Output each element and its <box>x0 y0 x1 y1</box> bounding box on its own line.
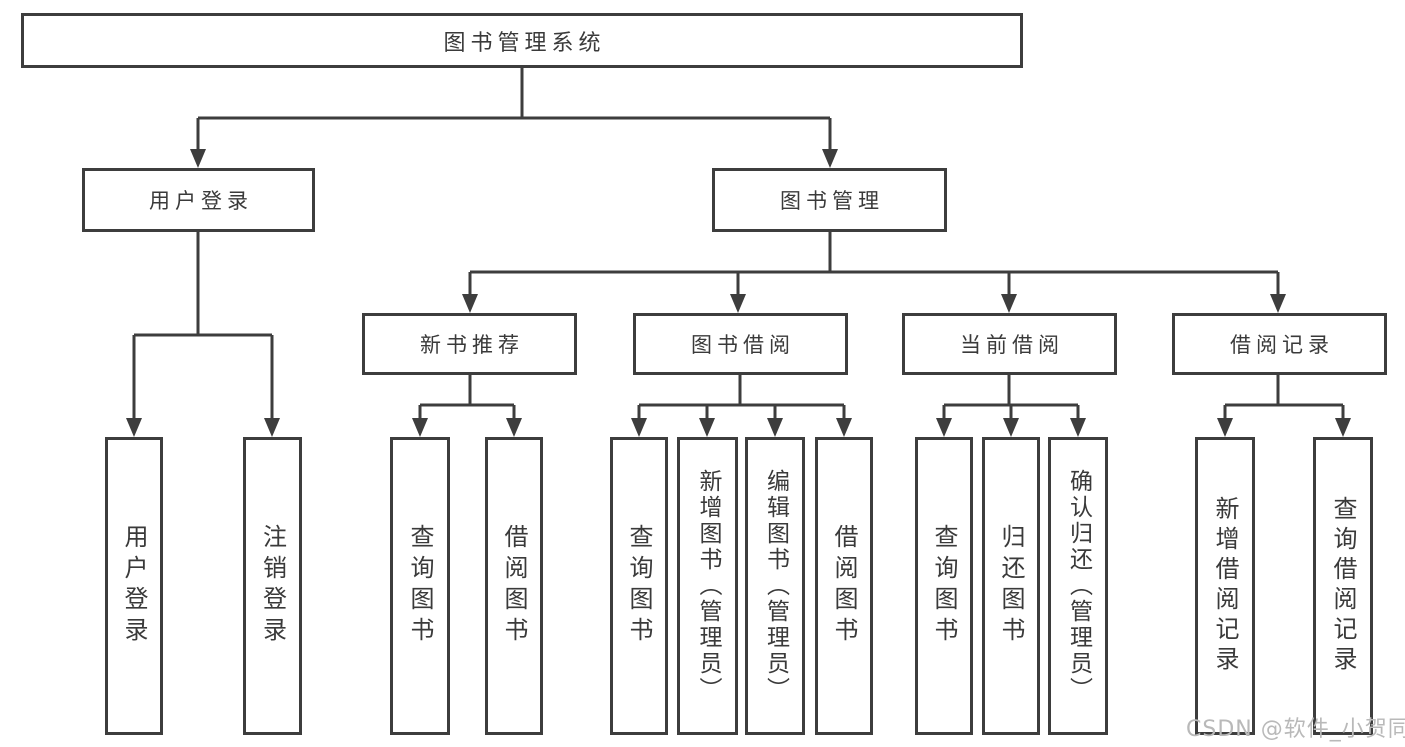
leaf-query-borrow-record: 查询借阅记录 <box>1313 437 1373 735</box>
node-label: 查询图书 <box>625 524 653 648</box>
node-label: 查询图书 <box>406 524 434 648</box>
leaf-user-login: 用户登录 <box>105 437 163 735</box>
node-current-borrow: 当前借阅 <box>902 313 1117 375</box>
node-library-system: 图书管理系统 <box>21 13 1023 68</box>
node-label: 当前借阅 <box>960 333 1064 357</box>
node-label: 图书管理系统 <box>443 30 606 56</box>
node-label: 新增借阅记录 <box>1211 496 1239 676</box>
node-book-borrow: 图书借阅 <box>633 313 848 375</box>
node-label: 用户登录 <box>149 189 253 213</box>
node-label: 图书借阅 <box>691 333 795 357</box>
node-label: 查询图书 <box>930 524 958 648</box>
leaf-query-book-borrow: 查询图书 <box>610 437 668 735</box>
node-label: 借阅图书 <box>830 524 858 648</box>
node-label: 归还图书 <box>997 524 1025 648</box>
node-book-management: 图书管理 <box>712 168 947 232</box>
node-label: 用户登录 <box>120 524 148 648</box>
leaf-borrow-book: 借阅图书 <box>815 437 873 735</box>
node-label: 查询借阅记录 <box>1329 496 1357 676</box>
leaf-return-book: 归还图书 <box>982 437 1040 735</box>
leaf-edit-book-admin: 编辑图书（管理员） <box>745 437 805 735</box>
leaf-add-borrow-record: 新增借阅记录 <box>1195 437 1255 735</box>
leaf-confirm-return-admin: 确认归还（管理员） <box>1048 437 1108 735</box>
csdn-watermark: CSDN @软件_小贺同学 <box>1186 717 1405 742</box>
node-label: 确认归还（管理员） <box>1065 469 1092 703</box>
leaf-logout: 注销登录 <box>243 437 302 735</box>
leaf-borrow-book-recommend: 借阅图书 <box>485 437 543 735</box>
node-user-login: 用户登录 <box>82 168 315 232</box>
leaf-query-book-recommend: 查询图书 <box>390 437 450 735</box>
leaf-add-book-admin: 新增图书（管理员） <box>677 437 738 735</box>
node-label: 新增图书（管理员） <box>695 469 721 703</box>
node-label: 新书推荐 <box>420 333 524 357</box>
node-label: 借阅图书 <box>500 524 528 648</box>
leaf-query-book-current: 查询图书 <box>915 437 973 735</box>
node-label: 注销登录 <box>258 524 287 648</box>
node-label: 编辑图书（管理员） <box>762 469 789 703</box>
node-label: 图书管理 <box>780 189 884 213</box>
node-new-book-recommend: 新书推荐 <box>362 313 577 375</box>
node-label: 借阅记录 <box>1230 333 1334 357</box>
node-borrow-records: 借阅记录 <box>1172 313 1387 375</box>
